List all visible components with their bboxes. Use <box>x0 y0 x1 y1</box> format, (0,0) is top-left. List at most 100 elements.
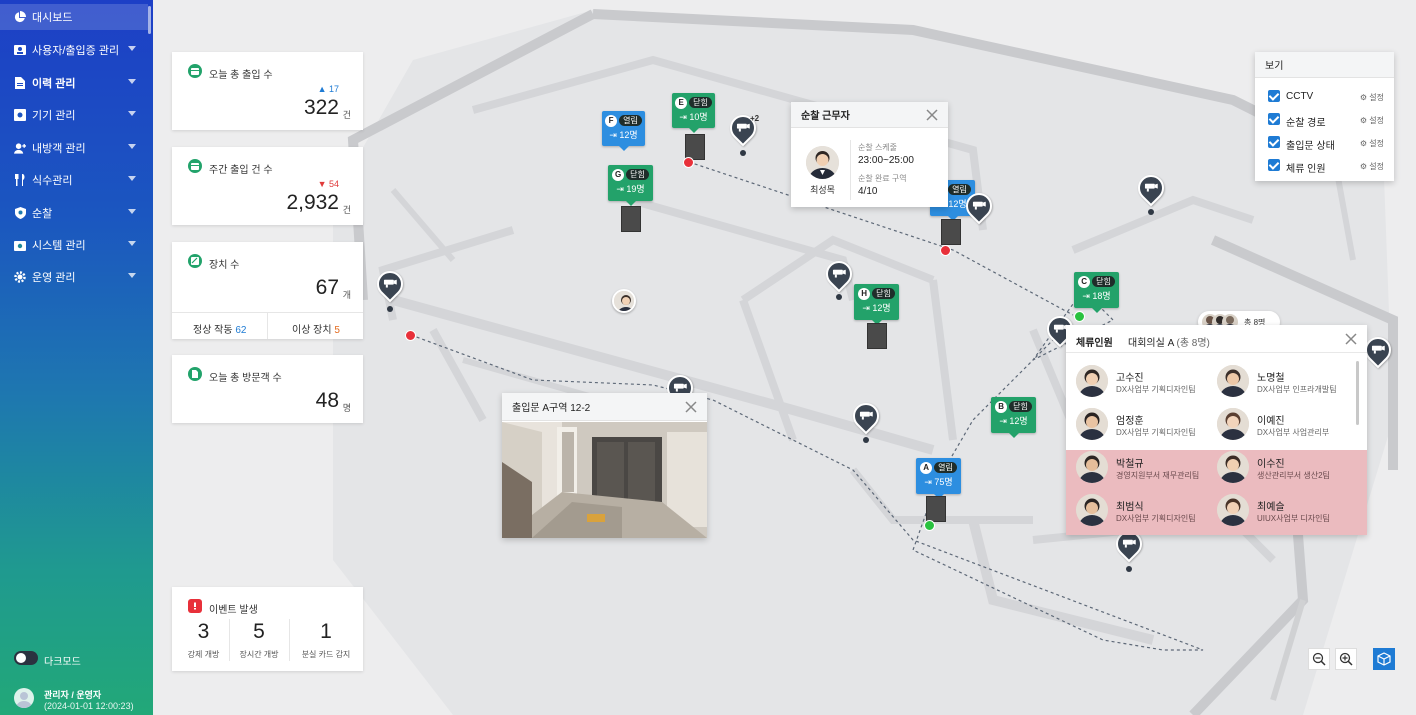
cctv-marker[interactable] <box>724 109 762 147</box>
option-setting[interactable]: ⚙ 설정 <box>1360 161 1384 172</box>
cctv-marker[interactable] <box>960 187 998 225</box>
option-setting[interactable]: ⚙ 설정 <box>1360 138 1384 149</box>
cctv-icon <box>673 383 687 392</box>
checkbox-checked[interactable] <box>1268 159 1280 171</box>
event-count-forced-open: 3 <box>197 620 210 643</box>
card-visitors[interactable]: 오늘 총 방문객 수 48 명 <box>172 355 363 423</box>
card-events[interactable]: 이벤트 발생 3 강제 개방 5 장시간 개방 1 분실 카드 감지 <box>172 587 363 671</box>
checkbox-checked[interactable] <box>1268 136 1280 148</box>
nav-meal[interactable]: 식수관리 <box>0 167 148 193</box>
view-option-patrol[interactable]: 순찰 경로 ⚙ 설정 <box>1255 108 1394 130</box>
cctv-marker[interactable] <box>661 369 699 407</box>
door-status: 닫힘 <box>872 288 895 299</box>
cctv-marker[interactable] <box>847 397 885 435</box>
person-name: 최예슬 <box>1257 502 1285 513</box>
sidebar-scrollbar[interactable] <box>148 6 151 34</box>
view-option-occupancy[interactable]: 체류 인원 ⚙ 설정 <box>1255 154 1394 176</box>
door-letter: E <box>675 96 688 109</box>
cctv-marker[interactable] <box>371 265 409 303</box>
nav-visitor[interactable]: 내방객 관리 <box>0 135 148 161</box>
close-icon[interactable] <box>685 401 697 413</box>
cctv-marker[interactable] <box>1132 169 1170 207</box>
nav-operation[interactable]: 운영 관리 <box>0 264 148 290</box>
card-today-access[interactable]: 오늘 총 출입 수 ▲ 17 322 건 <box>172 52 363 130</box>
card-value: 67 <box>315 276 339 299</box>
door-status: 닫힘 <box>626 169 649 180</box>
delta-up: ▲ 17 <box>317 84 339 94</box>
camera-feed-popup[interactable]: 출입문 A구역 12-2 <box>502 393 707 538</box>
occupancy-badge-count: 총 8명 <box>1244 318 1266 327</box>
card-unit: 건 <box>342 110 351 120</box>
nav-history[interactable]: 이력 관리 <box>0 70 148 96</box>
close-icon[interactable] <box>926 109 938 121</box>
nav-dashboard[interactable]: 대시보드 <box>0 4 148 30</box>
visitor-icon <box>14 142 26 154</box>
checkbox-checked[interactable] <box>1268 90 1280 102</box>
cctv-icon <box>736 123 750 132</box>
nav-label: 운영 관리 <box>32 272 76 284</box>
nav-label: 이력 관리 <box>32 78 76 90</box>
option-setting-label: 설정 <box>1369 93 1384 102</box>
card-title: 주간 출입 건 수 <box>209 165 273 176</box>
user-avatar[interactable] <box>14 688 34 708</box>
schedule-value: 23:00~25:00 <box>858 155 914 166</box>
checkbox-checked[interactable] <box>1268 113 1280 125</box>
patrol-worker-popup[interactable]: 순찰 근무자 최성목 순찰 스케줄 23:00~25:00 순찰 완료 구역 4… <box>791 102 948 207</box>
popup-header: 체류인원 대회의실 A (총 8명) <box>1066 325 1367 353</box>
door-status: 닫힘 <box>1092 276 1115 287</box>
popup-scrollbar[interactable] <box>1356 361 1359 425</box>
zoom-out-button[interactable] <box>1308 648 1330 670</box>
exit-icon: ⇥ <box>924 477 932 487</box>
device-icon <box>14 109 26 121</box>
option-setting-label: 설정 <box>1369 162 1384 171</box>
cctv-location-dot <box>1126 566 1132 572</box>
nav-user-card[interactable]: 사용자/출입증 관리 <box>0 37 148 63</box>
camera-feed-image[interactable] <box>502 422 707 538</box>
close-icon[interactable] <box>1345 333 1357 345</box>
avatar <box>1076 451 1108 483</box>
cctv-marker[interactable] <box>820 255 858 293</box>
dark-mode-toggle[interactable] <box>14 651 38 665</box>
card-devices[interactable]: 장치 수 67 개 정상 작동 62 이상 장치 5 <box>172 242 363 339</box>
view-options-panel[interactable]: 보기 CCTV ⚙ 설정 순찰 경로 ⚙ 설정 출입문 상태 ⚙ 설정 체류 인… <box>1255 52 1394 181</box>
chevron-down-icon <box>128 273 136 278</box>
cctv-marker[interactable] <box>1359 331 1397 369</box>
view-option-door[interactable]: 출입문 상태 ⚙ 설정 <box>1255 131 1394 153</box>
option-setting[interactable]: ⚙ 설정 <box>1360 115 1384 126</box>
option-setting[interactable]: ⚙ 설정 <box>1360 92 1384 103</box>
door-ok-dot <box>1074 311 1085 322</box>
cctv-icon <box>1122 539 1136 548</box>
patrol-worker-marker[interactable] <box>612 289 636 313</box>
pie-chart-icon <box>14 11 26 23</box>
nav-patrol[interactable]: 순찰 <box>0 200 148 226</box>
nav-device[interactable]: 기기 관리 <box>0 102 148 128</box>
3d-view-button[interactable] <box>1373 648 1395 670</box>
nav-label: 순찰 <box>32 208 53 220</box>
divider <box>229 619 230 661</box>
card-weekly-access[interactable]: 주간 출입 건 수 ▼ 54 2,932 건 <box>172 147 363 225</box>
floor-map[interactable]: F열림 ⇥ 12명 E닫힘 ⇥ 10명 G닫힘 ⇥ 19명 I열림 ⇥ 12명 … <box>153 0 1416 715</box>
door-status: 닫힘 <box>689 97 712 108</box>
cctv-marker[interactable] <box>1110 525 1148 563</box>
view-option-cctv[interactable]: CCTV ⚙ 설정 <box>1255 85 1394 107</box>
zoom-in-button[interactable] <box>1335 648 1357 670</box>
person-name: 고수진 <box>1116 373 1144 384</box>
nav-system[interactable]: 시스템 관리 <box>0 232 148 258</box>
person-name: 이예진 <box>1257 416 1285 427</box>
